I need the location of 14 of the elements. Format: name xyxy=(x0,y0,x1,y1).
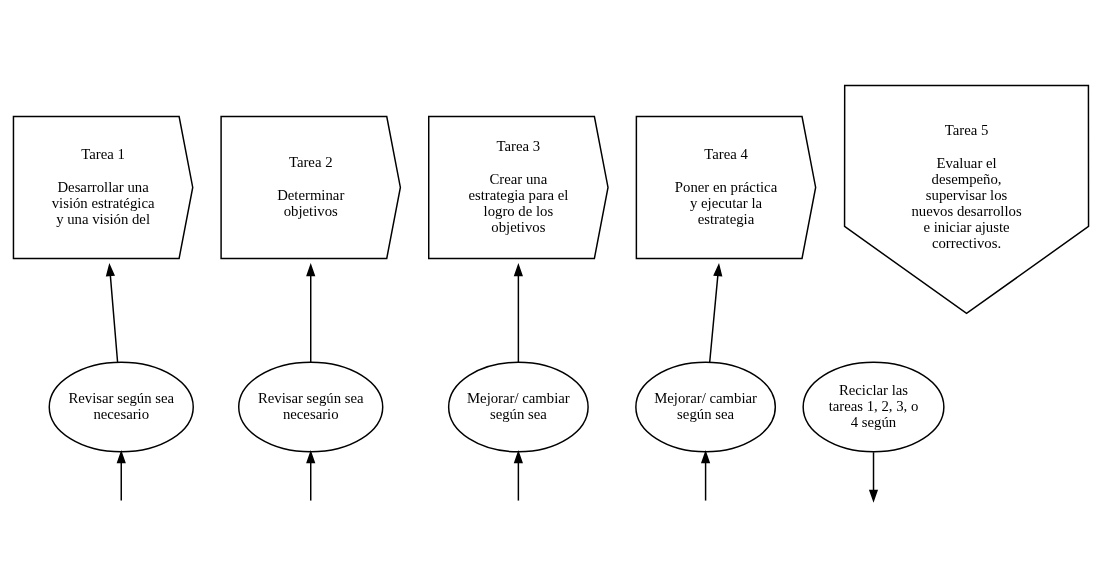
node-ellipse: Mejorar/ cambiar según sea xyxy=(635,361,777,453)
arrow xyxy=(116,449,126,501)
arrow xyxy=(513,449,523,501)
node-ellipse: Revisar según sea necesario xyxy=(48,361,194,453)
arrow xyxy=(708,262,723,363)
node-ellipse: Reciclar las tareas 1, 2, 3, o 4 según xyxy=(802,361,945,453)
arrow xyxy=(700,449,711,501)
node-ellipse: Mejorar/ cambiar según sea xyxy=(447,361,589,453)
node-ellipse: Revisar según sea necesario xyxy=(238,361,384,453)
arrow xyxy=(513,262,523,363)
arrow xyxy=(105,262,119,363)
arrow xyxy=(868,451,879,503)
arrow xyxy=(306,449,316,501)
arrow xyxy=(306,262,316,363)
